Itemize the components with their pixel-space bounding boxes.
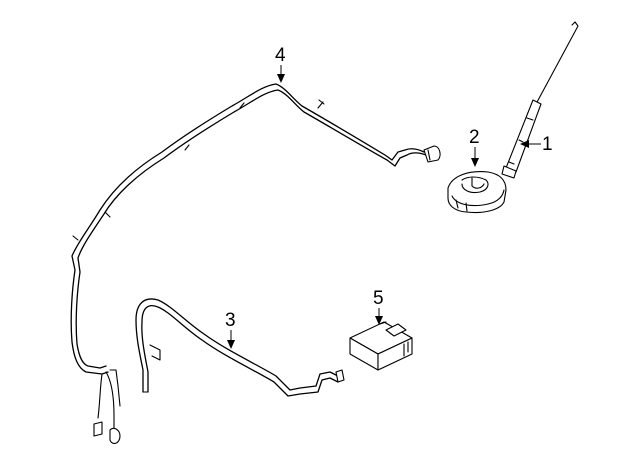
svg-text:3: 3: [225, 310, 236, 331]
callout-1: 1: [520, 134, 553, 155]
svg-text:2: 2: [469, 127, 480, 148]
svg-text:4: 4: [275, 45, 286, 66]
callout-5: 5: [373, 288, 384, 325]
callout-3: 3: [225, 310, 236, 349]
antenna-mast: [501, 21, 579, 179]
callout-4: 4: [275, 45, 286, 83]
antenna-base: [447, 171, 507, 214]
main-antenna-cable: [69, 82, 441, 445]
callout-2: 2: [469, 127, 480, 167]
antenna-module: [349, 321, 413, 371]
secondary-cable: [134, 297, 345, 397]
svg-text:5: 5: [373, 288, 384, 309]
svg-text:1: 1: [542, 134, 553, 155]
